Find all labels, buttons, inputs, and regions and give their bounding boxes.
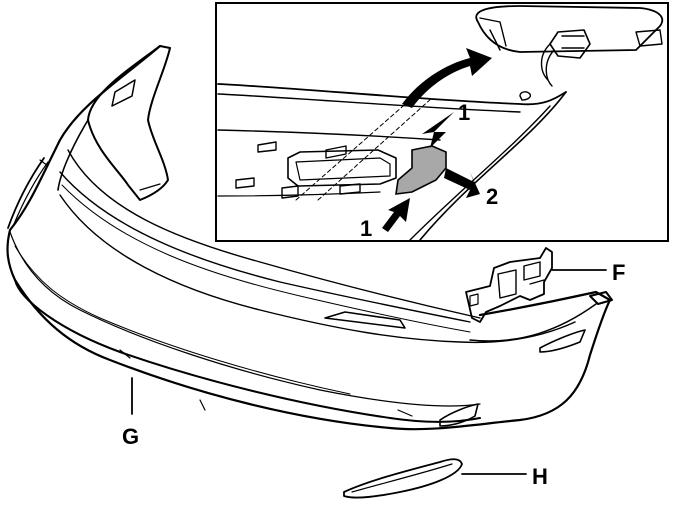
arrow-2 [444,168,480,198]
label-2: 2 [486,184,498,209]
label-f: F [612,260,625,285]
bracket-f [465,247,607,323]
label-h: H [532,464,548,489]
detail-inset [215,2,669,242]
label-1-bottom: 1 [360,216,372,241]
label-1-top: 1 [458,100,470,125]
highlighted-clip [395,145,447,195]
arrow-1-top [422,112,454,148]
curved-arrow [402,48,492,108]
trim-strip-h [343,458,527,499]
arrow-1-bottom [382,198,410,232]
bumper-cover [6,44,613,431]
label-g: G [122,424,139,449]
